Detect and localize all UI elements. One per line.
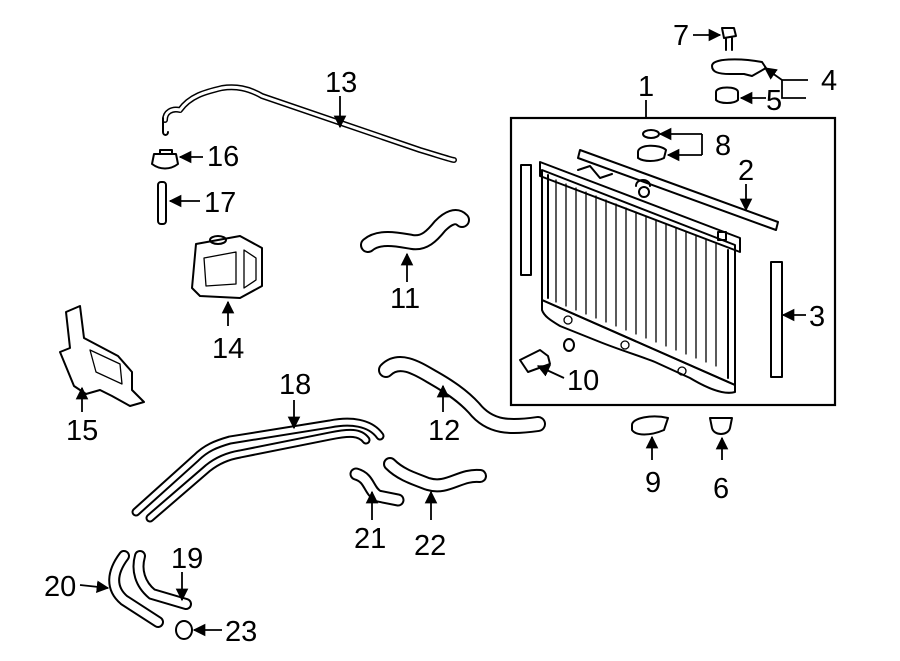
callout-4: 4 bbox=[821, 65, 837, 97]
side-seal-right-part bbox=[770, 261, 783, 378]
upper-bracket-part bbox=[711, 58, 767, 77]
callout-19: 19 bbox=[171, 543, 203, 575]
clamp-part bbox=[175, 620, 193, 640]
bracket-part bbox=[59, 305, 145, 407]
mount-cushion-part bbox=[715, 86, 739, 104]
callout-23: 23 bbox=[225, 616, 257, 648]
drain-plug-part bbox=[519, 349, 551, 373]
callout-10: 10 bbox=[567, 365, 599, 397]
callout-22: 22 bbox=[414, 530, 446, 562]
upper-seal-part bbox=[577, 149, 779, 231]
side-seal-left-part bbox=[520, 164, 532, 276]
callout-21: 21 bbox=[354, 523, 386, 555]
callout-17: 17 bbox=[204, 187, 236, 219]
leader-lines bbox=[75, 28, 808, 637]
callout-2: 2 bbox=[738, 155, 754, 187]
callout-5: 5 bbox=[766, 85, 782, 117]
reservoir-cap-part bbox=[151, 149, 179, 170]
reservoir-tank-part bbox=[191, 235, 263, 299]
lower-cushion-9-part bbox=[631, 415, 669, 436]
radiator-assembly-frame bbox=[509, 116, 837, 407]
callout-15: 15 bbox=[66, 415, 98, 447]
lower-cushion-6-part bbox=[709, 417, 733, 435]
callout-20: 20 bbox=[44, 571, 76, 603]
drain-washer-part bbox=[563, 338, 575, 352]
radiator-cap-part bbox=[637, 144, 667, 162]
callout-12: 12 bbox=[428, 415, 460, 447]
callout-18: 18 bbox=[279, 369, 311, 401]
callout-11: 11 bbox=[390, 283, 420, 315]
callout-13: 13 bbox=[325, 67, 357, 99]
callout-16: 16 bbox=[207, 141, 239, 173]
callout-labels: 1 2 3 4 5 6 7 8 9 10 11 12 13 14 15 16 1… bbox=[44, 20, 837, 648]
callout-6: 6 bbox=[713, 473, 729, 505]
callout-1: 1 bbox=[638, 71, 654, 103]
bolt-part bbox=[721, 27, 737, 51]
callout-3: 3 bbox=[809, 301, 825, 333]
oil-cooler-lines-part bbox=[131, 417, 385, 523]
callout-7: 7 bbox=[673, 20, 689, 52]
radiator-drawing bbox=[539, 161, 741, 394]
oring-part bbox=[642, 129, 660, 139]
callout-9: 9 bbox=[645, 467, 661, 499]
reservoir-tube-part bbox=[157, 181, 167, 225]
callout-14: 14 bbox=[212, 333, 244, 365]
callout-8: 8 bbox=[715, 130, 731, 162]
